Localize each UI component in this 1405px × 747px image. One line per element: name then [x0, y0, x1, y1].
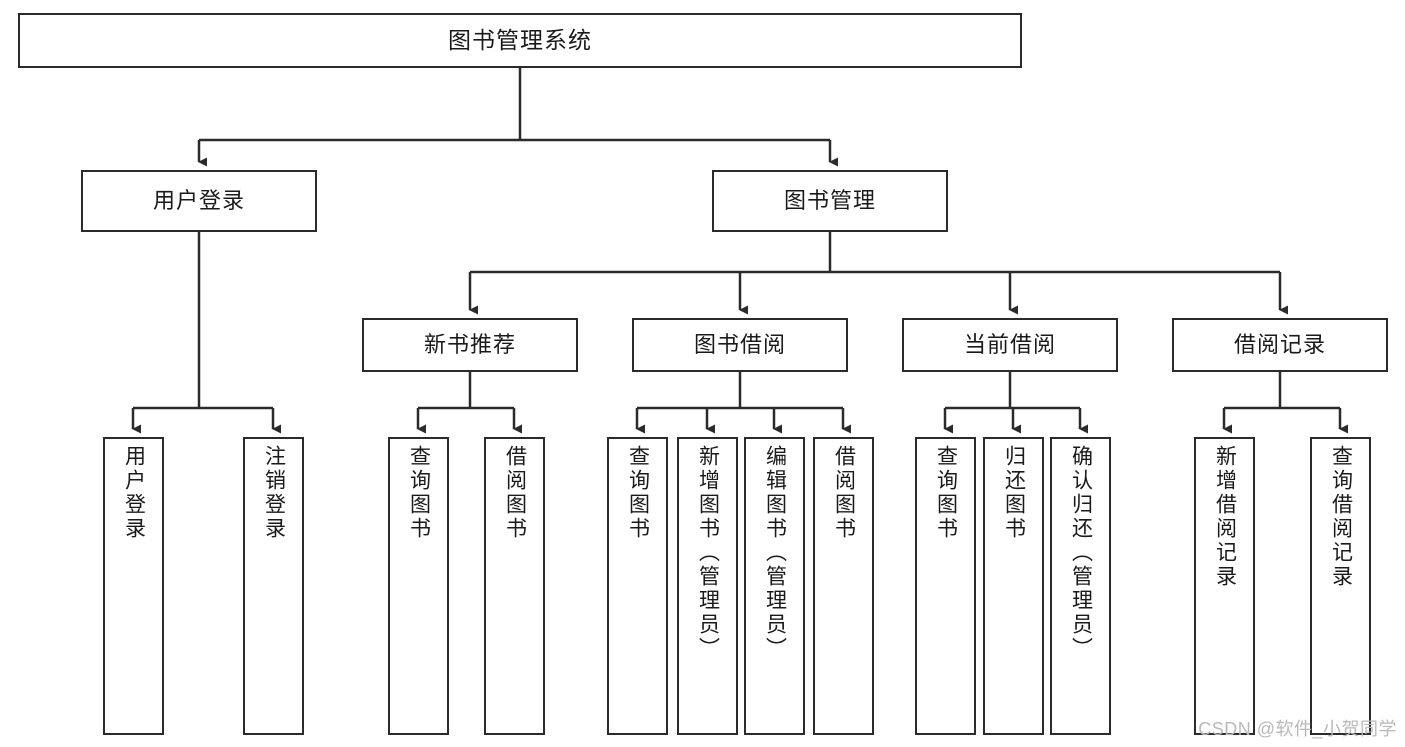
node-current-borrow-label: 当前借阅 — [963, 331, 1056, 357]
node-root[interactable]: 图书管理系统 — [18, 13, 1022, 68]
leaf-borrow-book-label: 借阅图书 — [832, 445, 856, 541]
node-user-login-label: 用户登录 — [152, 187, 245, 213]
node-current-borrow[interactable]: 当前借阅 — [902, 318, 1118, 372]
leaf-user-login-label: 用户登录 — [122, 445, 146, 541]
leaf-add-borrow-record[interactable]: 新增借阅记录 — [1194, 437, 1255, 735]
node-book-manage-label: 图书管理 — [783, 187, 876, 213]
leaf-query-book-current[interactable]: 查询图书 — [915, 437, 976, 735]
leaf-query-book-borrow[interactable]: 查询图书 — [607, 437, 668, 735]
leaf-borrow-book-rec[interactable]: 借阅图书 — [484, 437, 545, 735]
leaf-borrow-book-rec-label: 借阅图书 — [503, 445, 527, 541]
node-borrow-record[interactable]: 借阅记录 — [1172, 318, 1388, 372]
leaf-query-borrow-record-label: 查询借阅记录 — [1329, 445, 1353, 589]
node-user-login[interactable]: 用户登录 — [81, 170, 317, 232]
leaf-return-book-label: 归还图书 — [1002, 445, 1026, 541]
leaf-add-book-admin[interactable]: 新增图书（管理员） — [677, 437, 738, 735]
watermark: CSDN @软件_小贺同学 — [1198, 719, 1397, 739]
leaf-query-borrow-record[interactable]: 查询借阅记录 — [1310, 437, 1371, 735]
leaf-add-book-admin-label: 新增图书（管理员） — [696, 445, 720, 661]
leaf-user-login[interactable]: 用户登录 — [103, 437, 164, 735]
leaf-return-book[interactable]: 归还图书 — [983, 437, 1044, 735]
node-new-book-recommend-label: 新书推荐 — [423, 331, 516, 357]
leaf-borrow-book[interactable]: 借阅图书 — [813, 437, 874, 735]
node-new-book-recommend[interactable]: 新书推荐 — [362, 318, 578, 372]
leaf-query-book-borrow-label: 查询图书 — [626, 445, 650, 541]
leaf-edit-book-admin[interactable]: 编辑图书（管理员） — [744, 437, 805, 735]
leaf-user-logout[interactable]: 注销登录 — [243, 437, 304, 735]
leaf-add-borrow-record-label: 新增借阅记录 — [1213, 445, 1237, 589]
leaf-confirm-return-admin-label: 确认归还（管理员） — [1069, 445, 1093, 661]
node-book-borrow[interactable]: 图书借阅 — [632, 318, 848, 372]
leaf-user-logout-label: 注销登录 — [262, 445, 286, 541]
node-book-borrow-label: 图书借阅 — [693, 331, 786, 357]
node-book-manage[interactable]: 图书管理 — [712, 170, 948, 232]
node-borrow-record-label: 借阅记录 — [1233, 331, 1326, 357]
leaf-query-book-rec-label: 查询图书 — [407, 445, 431, 541]
leaf-confirm-return-admin[interactable]: 确认归还（管理员） — [1050, 437, 1111, 735]
leaf-query-book-current-label: 查询图书 — [934, 445, 958, 541]
leaf-query-book-rec[interactable]: 查询图书 — [388, 437, 449, 735]
node-root-label: 图书管理系统 — [448, 26, 592, 53]
leaf-edit-book-admin-label: 编辑图书（管理员） — [763, 445, 787, 661]
